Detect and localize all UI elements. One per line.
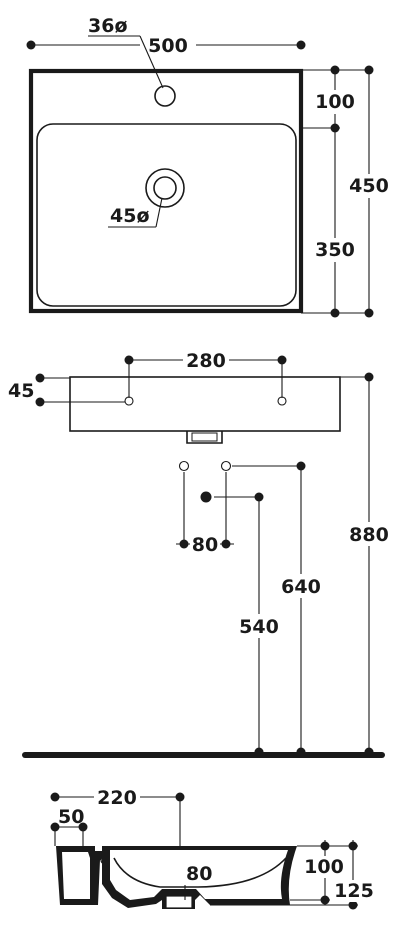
drain-outlet — [186, 431, 223, 444]
bowl-outline — [36, 123, 297, 307]
dimension-dot — [50, 792, 60, 802]
front-view: 280 45 80 540 — [8, 348, 392, 758]
width-label: 500 — [148, 35, 188, 57]
dimension-dot — [35, 397, 45, 407]
dimension-dot — [26, 40, 36, 50]
top-offset-label: 100 — [315, 91, 355, 113]
section-view: 220 50 80 100 125 — [50, 785, 374, 910]
tap-hole — [154, 85, 176, 107]
dimension-dot — [364, 308, 374, 318]
drain-label: 45ø — [110, 205, 150, 227]
water-inlet — [178, 460, 190, 472]
dimension-dot — [330, 65, 340, 75]
dimension-dot — [330, 123, 340, 133]
tap-hole-label: 36ø — [88, 15, 128, 37]
dimension-dot — [330, 308, 340, 318]
hole-spacing-label: 280 — [186, 350, 226, 372]
mounting-hole — [277, 396, 287, 406]
basin-outline — [28, 68, 304, 314]
height-125-label: 125 — [334, 880, 374, 902]
bowl-depth-label: 350 — [315, 239, 355, 261]
dimension-dot — [364, 65, 374, 75]
height-540-label: 540 — [239, 616, 279, 638]
drain-leader — [155, 197, 163, 228]
hole-height-label: 45 — [8, 380, 34, 402]
dimension-dot — [35, 373, 45, 383]
bowl-profile — [113, 857, 287, 888]
drain-section — [165, 895, 193, 909]
dimension-dot — [221, 539, 231, 549]
water-inlet — [220, 460, 232, 472]
dimension-dot — [296, 40, 306, 50]
drain-outer — [145, 168, 185, 208]
height-640-label: 640 — [281, 576, 321, 598]
height-880-label: 880 — [349, 524, 389, 546]
depth-100-label: 100 — [304, 856, 344, 878]
dimension-dot — [320, 895, 330, 905]
wall-section-inner — [62, 852, 90, 899]
basin-cavity — [110, 850, 288, 900]
tap-hole-leader — [139, 35, 164, 89]
basin-front — [69, 376, 341, 432]
offset-220-label: 220 — [97, 787, 137, 809]
dimension-dot — [296, 461, 306, 471]
top-view: 500 36ø 45ø 100 350 450 — [26, 15, 390, 318]
dimension-dot — [320, 841, 330, 851]
mounting-hole — [124, 396, 134, 406]
dimension-dot — [348, 900, 358, 910]
drain-inner — [153, 176, 177, 200]
dimension-dot — [254, 492, 264, 502]
pipe-spacing-label: 80 — [192, 534, 218, 556]
depth-label: 450 — [349, 175, 389, 197]
dimension-dot — [348, 841, 358, 851]
offset-50-label: 50 — [58, 806, 84, 828]
drain-connection — [200, 491, 212, 503]
dimension-dot — [364, 372, 374, 382]
drain-80-label: 80 — [186, 863, 212, 885]
dimension-dot — [179, 539, 189, 549]
